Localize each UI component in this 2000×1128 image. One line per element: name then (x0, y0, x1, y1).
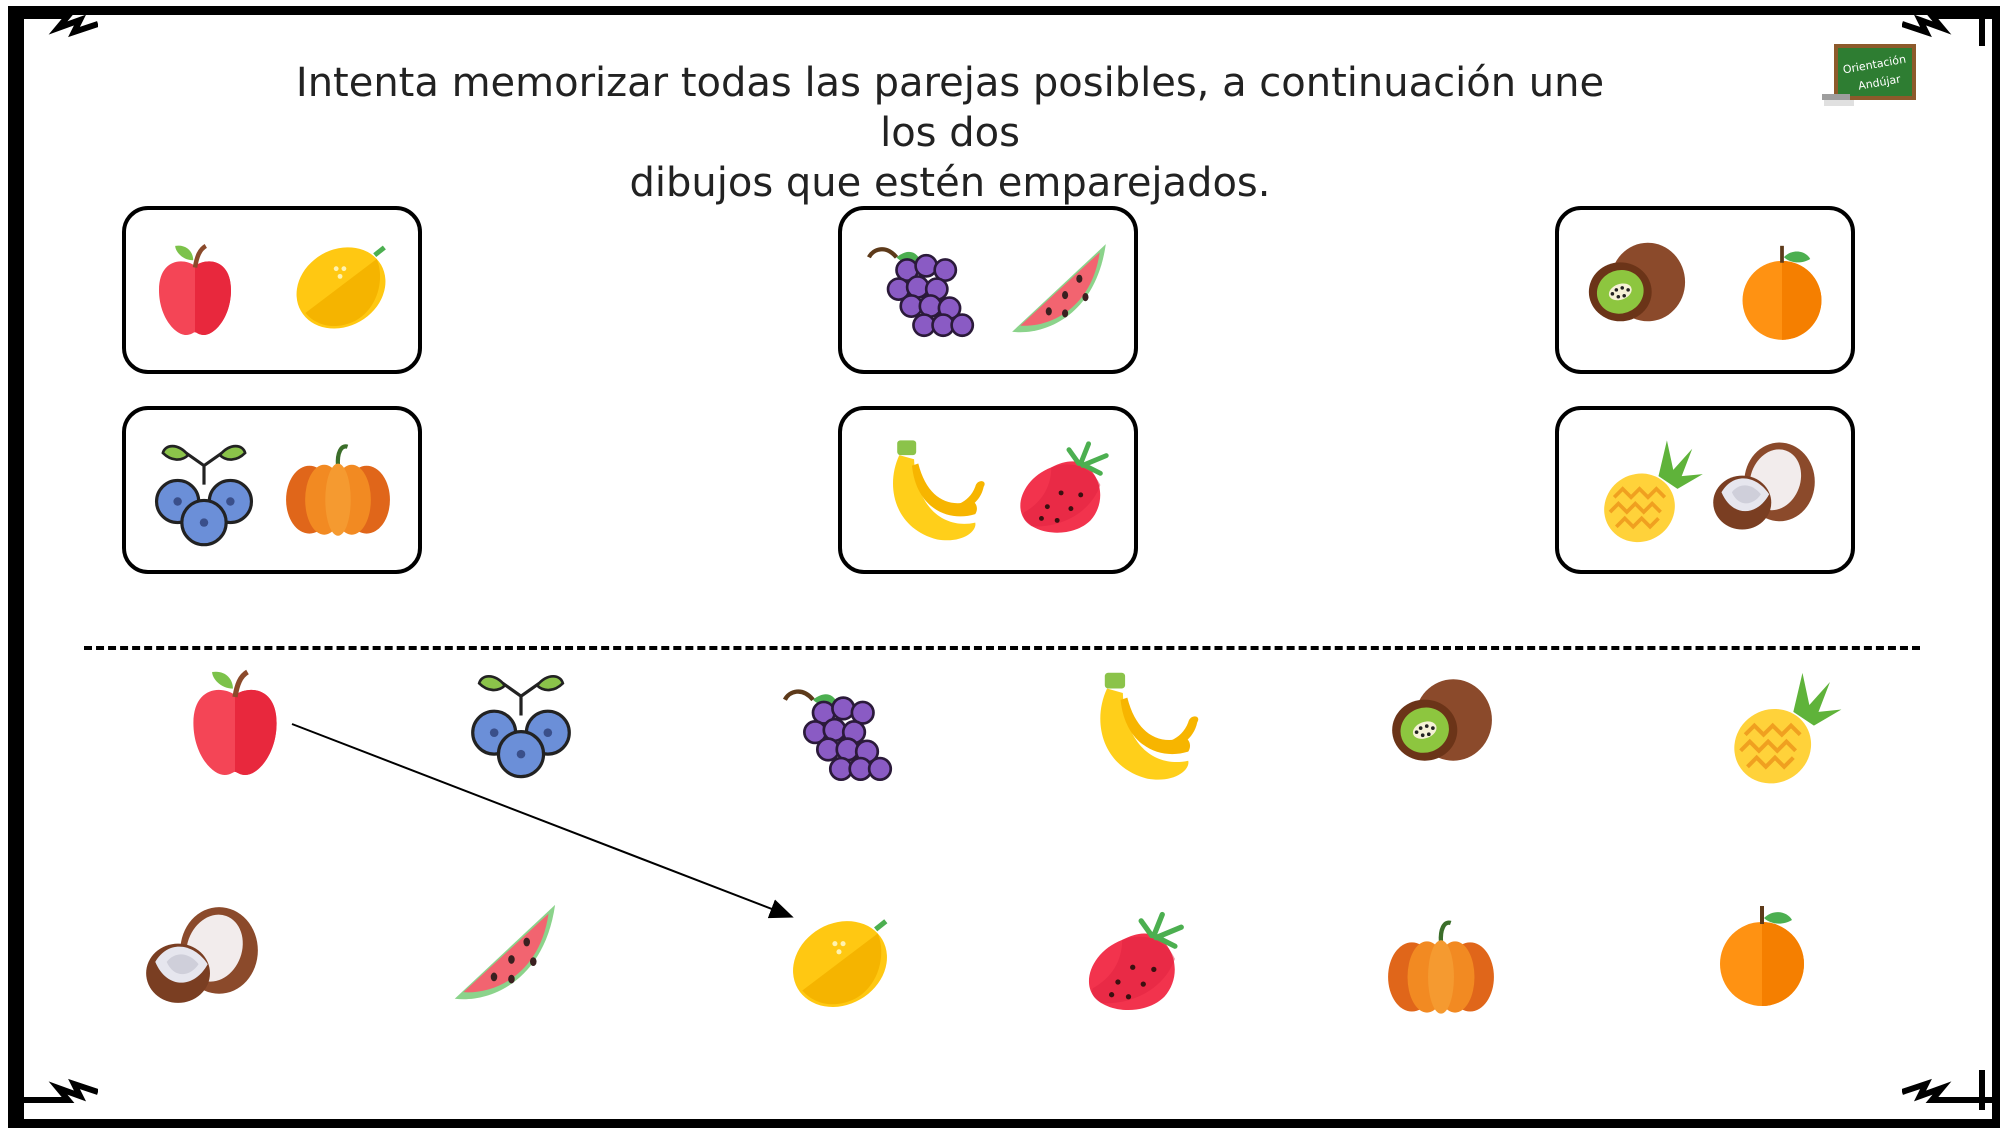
instructions-line-2: dibujos que estén emparejados. (629, 160, 1271, 206)
kiwi-icon (1581, 234, 1689, 334)
lemon-icon (288, 234, 394, 338)
choice-top-apple-icon[interactable] (183, 664, 287, 782)
choice-bottom-pumpkin-icon[interactable] (1380, 910, 1502, 1018)
choice-top-banana-icon[interactable] (1080, 666, 1204, 790)
choice-bottom-strawberry-icon[interactable] (1080, 904, 1196, 1020)
pair-card-banana-strawberry (838, 406, 1138, 574)
orientacion-andujar-logo: Orientación Andújar (1822, 44, 1916, 106)
strawberry-icon (1012, 434, 1120, 542)
coconut-icon (1707, 434, 1821, 538)
watermelon-icon (1004, 234, 1116, 346)
pair-card-apple-lemon (122, 206, 422, 374)
orange-icon (1735, 234, 1829, 346)
choice-bottom-watermelon-icon[interactable] (446, 894, 566, 1014)
instructions-text: Intenta memorizar todas las parejas posi… (280, 58, 1620, 208)
choice-top-kiwi-icon[interactable] (1384, 670, 1496, 774)
corner-ornament-tr (1902, 6, 1992, 46)
pumpkin-icon (278, 434, 398, 540)
corner-ornament-tl (8, 6, 98, 46)
pair-card-kiwi-orange (1555, 206, 1855, 374)
instructions-line-1: Intenta memorizar todas las parejas posi… (295, 60, 1605, 156)
choice-bottom-lemon-icon[interactable] (784, 910, 896, 1014)
pair-card-grapes-watermelon (838, 206, 1138, 374)
corner-ornament-bl (8, 1070, 98, 1110)
pair-card-blueberries-pumpkin (122, 406, 422, 574)
pair-card-pineapple-coconut (1555, 406, 1855, 574)
banana-icon (874, 434, 990, 550)
grapes-icon (864, 234, 982, 340)
choice-top-pineapple-icon[interactable] (1720, 666, 1846, 792)
section-divider (84, 646, 1920, 650)
page-frame (8, 6, 2000, 1128)
choice-bottom-orange-icon[interactable] (1712, 894, 1812, 1012)
choice-bottom-coconut-icon[interactable] (138, 898, 266, 1012)
corner-ornament-br (1902, 1070, 1992, 1110)
choice-top-blueberries-icon[interactable] (462, 664, 580, 782)
choice-top-grapes-icon[interactable] (780, 676, 900, 784)
pineapple-icon (1591, 434, 1707, 550)
apple-icon (150, 234, 240, 346)
blueberries-icon (146, 434, 262, 550)
